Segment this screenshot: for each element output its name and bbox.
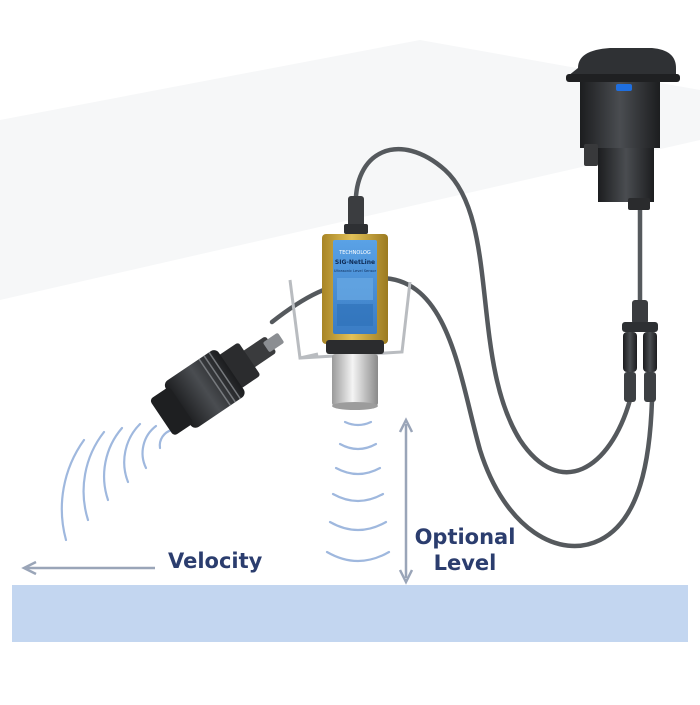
level-cable	[353, 146, 633, 475]
background-shade	[0, 40, 700, 300]
sensor-brand: TECHNOLOG	[338, 250, 371, 256]
velocity-sensor	[150, 333, 284, 435]
optional-level-line2: Level	[433, 551, 497, 575]
logger-indicator	[616, 84, 632, 91]
level-double-arrow	[398, 417, 414, 585]
sensor-model: SIG-NetLine	[335, 259, 375, 266]
optional-level-label: Optional Level	[413, 524, 517, 576]
water-surface	[12, 585, 688, 642]
data-logger	[566, 48, 680, 210]
sensor-subtitle: Ultrasonic Level Sensor	[334, 269, 377, 273]
velocity-sensor-waves	[60, 422, 174, 542]
level-sensor: TECHNOLOG SIG-NetLine Ultrasonic Level S…	[322, 196, 388, 410]
cable-splitter	[622, 300, 658, 402]
velocity-arrow	[21, 560, 155, 576]
optional-level-line1: Optional	[414, 525, 516, 549]
level-sensor-waves	[325, 420, 391, 562]
velocity-label: Velocity	[168, 549, 263, 573]
